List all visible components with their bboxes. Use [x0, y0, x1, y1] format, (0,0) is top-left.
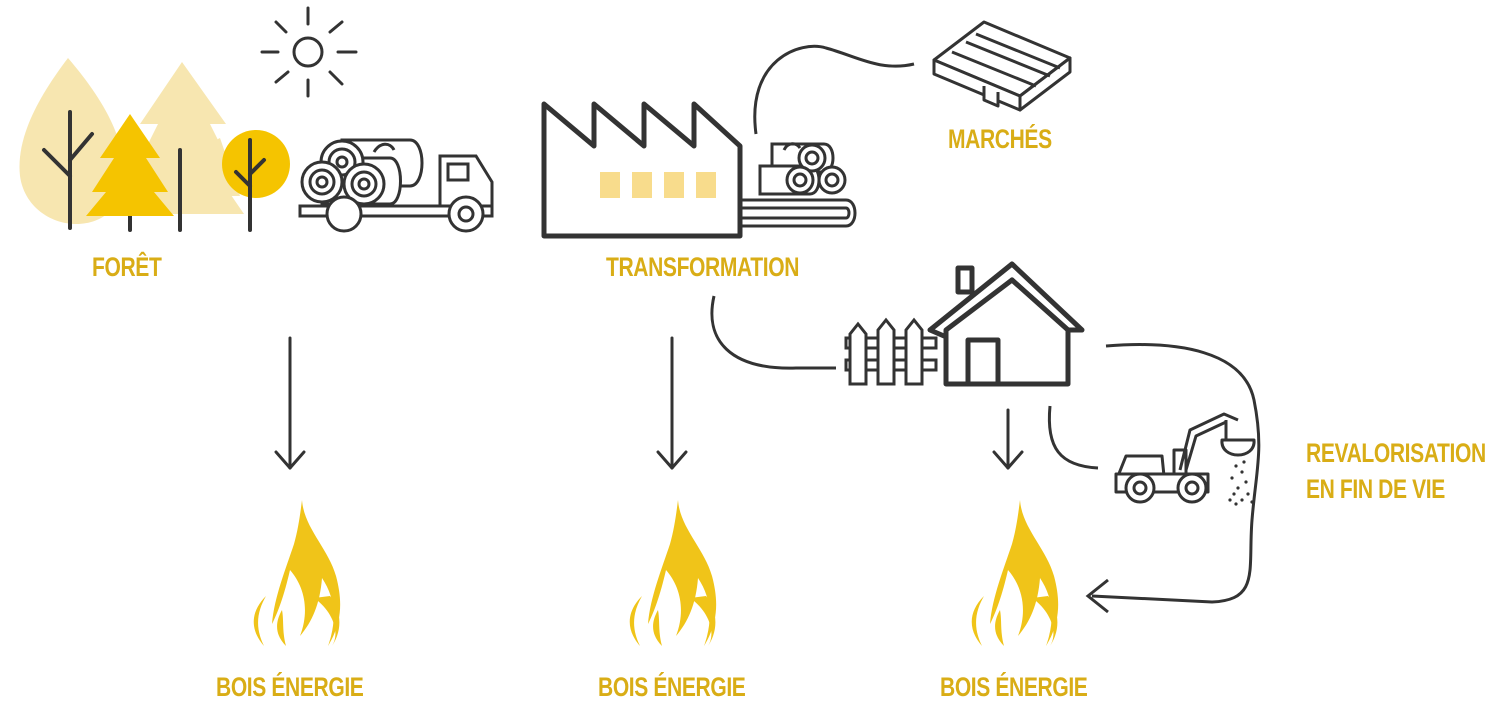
arrow-down-house [992, 408, 1024, 470]
flow-curve-to-house [710, 295, 836, 370]
factory-icon [541, 101, 743, 239]
fence-icon [844, 317, 938, 386]
sun-icon [260, 6, 358, 98]
arrow-down-foret [274, 336, 306, 470]
wood-chips-icon [1228, 460, 1254, 506]
house-icon [927, 261, 1085, 387]
flow-arrowhead-end-of-life [1085, 578, 1109, 614]
flame-icon [629, 500, 717, 646]
label-revalorisation: REVALORISATION [1306, 438, 1486, 468]
label-marches: MARCHÉS [948, 124, 1052, 154]
pallet-icon [932, 20, 1072, 112]
flow-curve-to-loader [1047, 405, 1099, 470]
log-truck-icon [298, 138, 494, 233]
label-bois-energie-3: BOIS ÉNERGIE [940, 672, 1088, 702]
label-fin-de-vie: EN FIN DE VIE [1306, 474, 1445, 504]
flame-icon [253, 500, 341, 646]
loader-machine-icon [1114, 412, 1256, 504]
flow-curve-end-of-life [1091, 343, 1261, 604]
label-transformation: TRANSFORMATION [606, 252, 800, 282]
flame-icon [971, 500, 1059, 646]
label-bois-energie-1: BOIS ÉNERGIE [216, 672, 364, 702]
label-bois-energie-2: BOIS ÉNERGIE [598, 672, 746, 702]
forest-icon [19, 58, 290, 232]
conveyor-logs-icon [742, 142, 857, 228]
flow-curve-to-markets [753, 44, 915, 135]
arrow-down-transformation [656, 336, 688, 470]
label-foret: FORÊT [92, 252, 162, 282]
